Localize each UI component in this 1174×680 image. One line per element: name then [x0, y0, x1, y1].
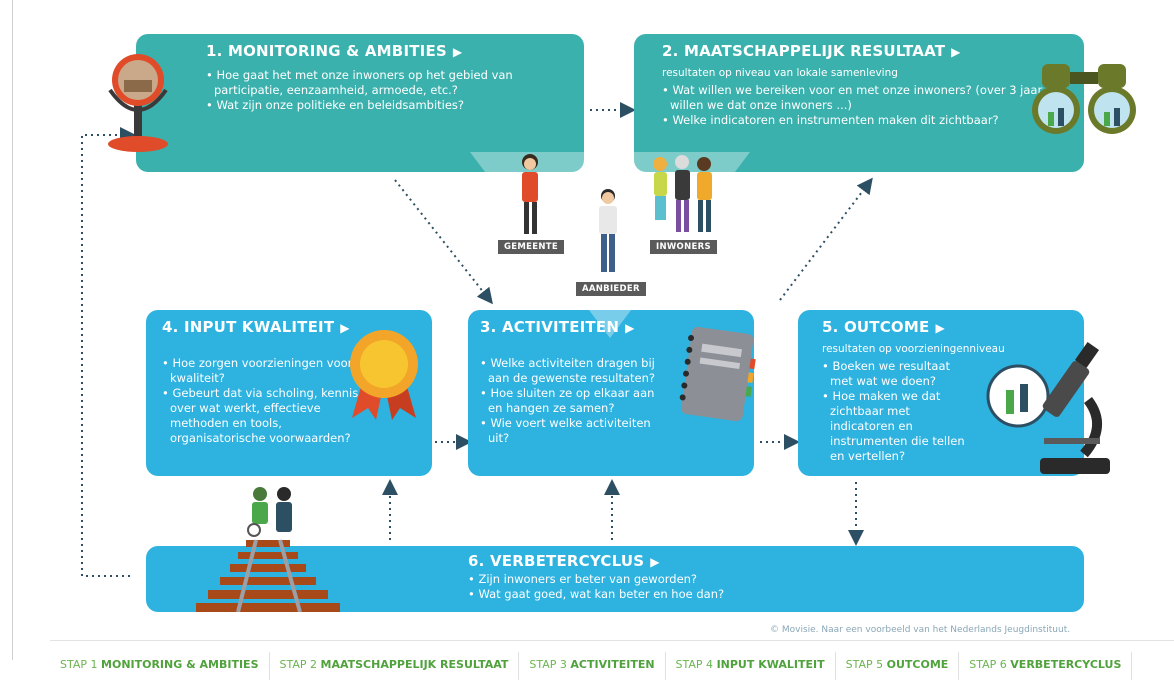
- step3-title: 3. ACTIVITEITEN▶: [480, 318, 635, 336]
- mirror-icon: [108, 54, 168, 152]
- step2-title: 2. MAATSCHAPPELIJK RESULTAAT▶: [662, 42, 961, 60]
- label-aanbieder: AANBIEDER: [576, 282, 646, 296]
- binoculars-icon: [1032, 64, 1136, 134]
- step5-subtitle: resultaten op voorzieningenniveau: [822, 343, 1005, 355]
- step5-box[interactable]: 5. OUTCOME▶ resultaten op voorzieningenn…: [798, 310, 1084, 476]
- microscope-icon: [986, 341, 1110, 474]
- step2-bullets: Wat willen we bereiken voor en met onze …: [662, 83, 1070, 128]
- step3-bullets: Welke activiteiten dragen bij aan de gew…: [480, 356, 660, 446]
- step4-bullets: Hoe zorgen voorzieningen voor kwaliteit?…: [162, 356, 362, 446]
- tab-step1[interactable]: STAP 1 MONITORING & AMBITIES: [50, 652, 270, 680]
- credit-text: © Movisie. Naar een voorbeeld van het Ne…: [770, 625, 1071, 635]
- step2-box[interactable]: 2. MAATSCHAPPELIJK RESULTAAT▶ resultaten…: [634, 34, 1084, 172]
- left-divider: [12, 0, 13, 660]
- footer-divider: [50, 640, 1174, 641]
- step6-title: 6. VERBETERCYCLUS▶: [468, 552, 660, 570]
- label-gemeente: GEMEENTE: [498, 240, 564, 254]
- provider-person-icon: [599, 189, 617, 272]
- step5-title: 5. OUTCOME▶: [822, 318, 945, 336]
- tab-step3[interactable]: STAP 3 ACTIVITEITEN: [519, 652, 666, 680]
- step1-box[interactable]: 1. MONITORING & AMBITIES▶ Hoe gaat het m…: [136, 34, 584, 172]
- tab-step6[interactable]: STAP 6 VERBETERCYCLUS: [959, 652, 1133, 680]
- notebook-icon: [679, 326, 756, 422]
- step-tabs: STAP 1 MONITORING & AMBITIES STAP 2 MAAT…: [50, 652, 1133, 680]
- railway-icon: [196, 487, 340, 612]
- step5-bullets: Boeken we resultaat met wat we doen? Hoe…: [822, 359, 972, 464]
- ribbon-icon: [350, 330, 418, 420]
- step2-subtitle: resultaten op niveau van lokale samenlev…: [662, 67, 898, 79]
- step1-title: 1. MONITORING & AMBITIES▶: [206, 42, 463, 60]
- step6-bullets: Zijn inwoners er beter van geworden? Wat…: [468, 572, 1084, 602]
- step1-bullets: Hoe gaat het met onze inwoners op het ge…: [206, 68, 570, 113]
- step4-title: 4. INPUT KWALITEIT▶: [162, 318, 350, 336]
- tab-step2[interactable]: STAP 2 MAATSCHAPPELIJK RESULTAAT: [270, 652, 520, 680]
- label-inwoners: INWONERS: [650, 240, 717, 254]
- tab-step4[interactable]: STAP 4 INPUT KWALITEIT: [666, 652, 836, 680]
- residents-group-icon: [653, 155, 712, 232]
- municipality-person-icon: [522, 154, 538, 234]
- flow-arrows: [81, 102, 873, 577]
- tab-step5[interactable]: STAP 5 OUTCOME: [836, 652, 960, 680]
